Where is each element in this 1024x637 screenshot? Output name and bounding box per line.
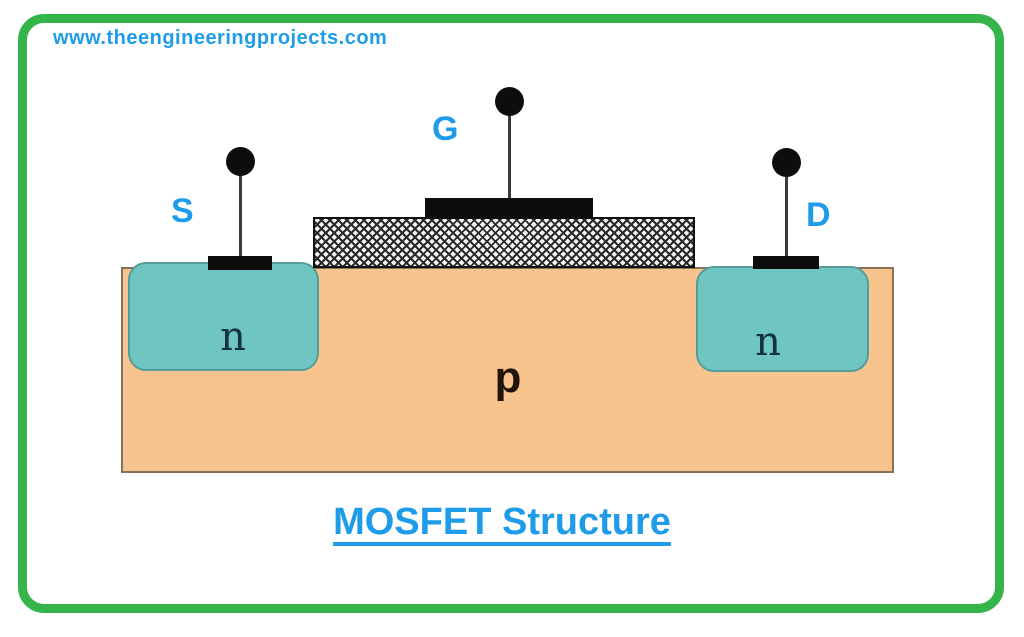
source-terminal-label: S [171, 192, 194, 230]
drain-metal-contact [753, 256, 819, 269]
drain-terminal-label: D [806, 196, 831, 234]
gate-terminal-ball-icon [495, 87, 524, 116]
watermark-url-text: www.theengineeringprojects.com [53, 27, 388, 49]
source-n-region-label: n [220, 314, 246, 360]
gate-terminal-label: G [432, 110, 459, 148]
gate-metal-contact [425, 198, 593, 218]
source-metal-contact [208, 256, 272, 270]
gate-oxide-hatched-region [313, 217, 695, 268]
p-substrate-label: p [494, 353, 522, 402]
gate-terminal-lead [508, 112, 511, 202]
drain-n-region-label: n [755, 319, 781, 365]
drain-terminal-ball-icon [772, 148, 801, 177]
diagram-caption: MOSFET Structure [333, 501, 671, 543]
source-terminal-lead [239, 172, 242, 260]
source-n-well-region [128, 262, 319, 371]
source-terminal-ball-icon [226, 147, 255, 176]
drain-n-well-region [696, 266, 869, 372]
drain-terminal-lead [785, 173, 788, 260]
